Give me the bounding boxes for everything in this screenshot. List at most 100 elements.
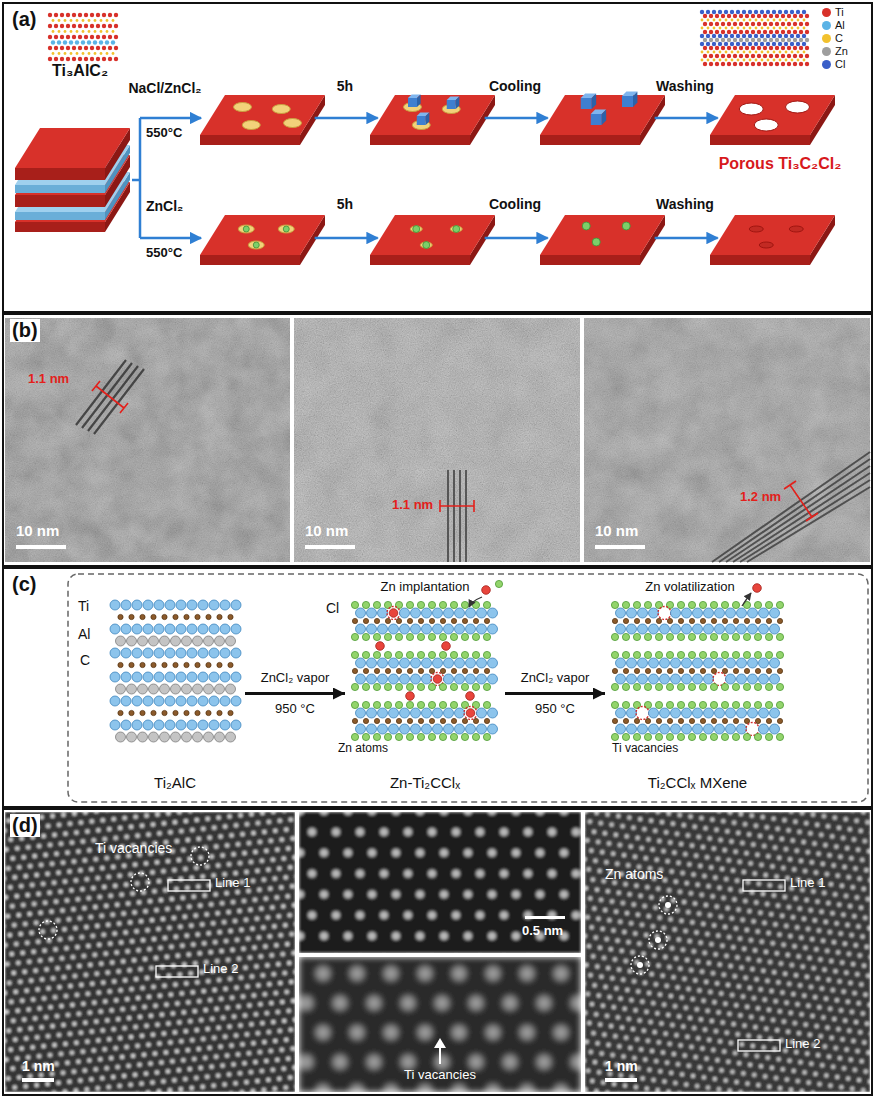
atom <box>770 724 780 734</box>
slab-top <box>200 95 325 135</box>
line-label: Line 2 <box>785 1037 820 1052</box>
atom <box>96 46 100 50</box>
atom <box>477 674 487 684</box>
atom <box>703 30 707 34</box>
atom <box>108 13 112 17</box>
atom <box>634 668 639 673</box>
atom <box>411 708 421 718</box>
atom <box>184 710 189 715</box>
atom <box>799 30 803 34</box>
atom <box>154 648 164 658</box>
atom <box>743 51 746 54</box>
atom <box>779 51 782 54</box>
atom <box>799 46 803 50</box>
process-arrow <box>315 237 378 240</box>
atom <box>779 59 782 62</box>
surface-spot <box>754 119 778 131</box>
atom <box>769 30 773 34</box>
atom <box>84 46 88 50</box>
atom <box>406 683 413 690</box>
atom <box>781 54 785 58</box>
atom <box>110 672 120 682</box>
atom <box>699 651 706 658</box>
atom <box>483 601 490 608</box>
atom <box>48 57 52 61</box>
atom <box>688 701 695 708</box>
atom <box>748 624 758 634</box>
atom <box>66 13 70 17</box>
atom <box>677 651 684 658</box>
atom <box>737 624 747 634</box>
atom <box>753 584 762 593</box>
atom <box>100 52 103 55</box>
atom <box>627 658 637 668</box>
atom <box>184 662 189 667</box>
atom <box>733 38 737 42</box>
atom <box>622 683 629 690</box>
atom <box>710 733 717 740</box>
atom <box>633 651 640 658</box>
surface-spot <box>272 105 290 114</box>
atom <box>755 19 758 22</box>
atom <box>777 618 782 623</box>
atom <box>132 624 142 634</box>
atom <box>743 701 750 708</box>
atom <box>160 636 170 646</box>
atom <box>725 59 728 62</box>
atom <box>100 19 103 22</box>
atom <box>612 618 617 623</box>
atom <box>730 10 734 14</box>
atom <box>209 696 219 706</box>
atom <box>165 648 175 658</box>
atom <box>733 22 737 26</box>
atom <box>667 618 672 623</box>
atom <box>162 662 167 667</box>
atom <box>176 696 186 706</box>
atom <box>373 733 380 740</box>
atom <box>767 51 770 54</box>
atom <box>483 651 490 658</box>
atom <box>76 52 79 55</box>
atom <box>667 668 672 673</box>
atom <box>362 633 369 640</box>
legend-row: Zn <box>822 45 848 58</box>
atom <box>749 27 752 30</box>
legend-row: Ti <box>822 6 848 19</box>
atom <box>790 10 794 14</box>
salt-crystal <box>581 98 592 109</box>
slab-top <box>710 95 835 135</box>
atom <box>693 608 703 618</box>
tem-image <box>294 318 580 562</box>
atom <box>790 42 794 46</box>
atom <box>231 648 241 658</box>
atom-label: Ti vacancies <box>95 840 172 856</box>
atom <box>660 658 670 668</box>
panel-label: (c) <box>10 573 38 596</box>
atom <box>745 30 749 34</box>
atom <box>793 46 797 50</box>
atom <box>173 710 178 715</box>
element-label: Al <box>78 626 90 642</box>
atom <box>677 601 684 608</box>
atom <box>751 14 755 18</box>
atom <box>96 35 100 39</box>
atom <box>725 51 728 54</box>
line-label: Line 1 <box>215 876 250 891</box>
atom <box>765 733 772 740</box>
atom <box>688 683 695 690</box>
atom <box>60 13 64 17</box>
atom <box>52 19 55 22</box>
atom <box>802 10 806 14</box>
atom <box>48 24 52 28</box>
atom <box>455 674 465 684</box>
atom <box>231 624 241 634</box>
atom <box>770 624 780 634</box>
atom <box>171 732 181 742</box>
atom <box>385 718 390 723</box>
atom <box>209 600 219 610</box>
atom <box>759 708 769 718</box>
temperature-label: 950 °C <box>275 702 315 717</box>
atom <box>645 618 650 623</box>
atom <box>725 19 728 22</box>
atom <box>671 724 681 734</box>
